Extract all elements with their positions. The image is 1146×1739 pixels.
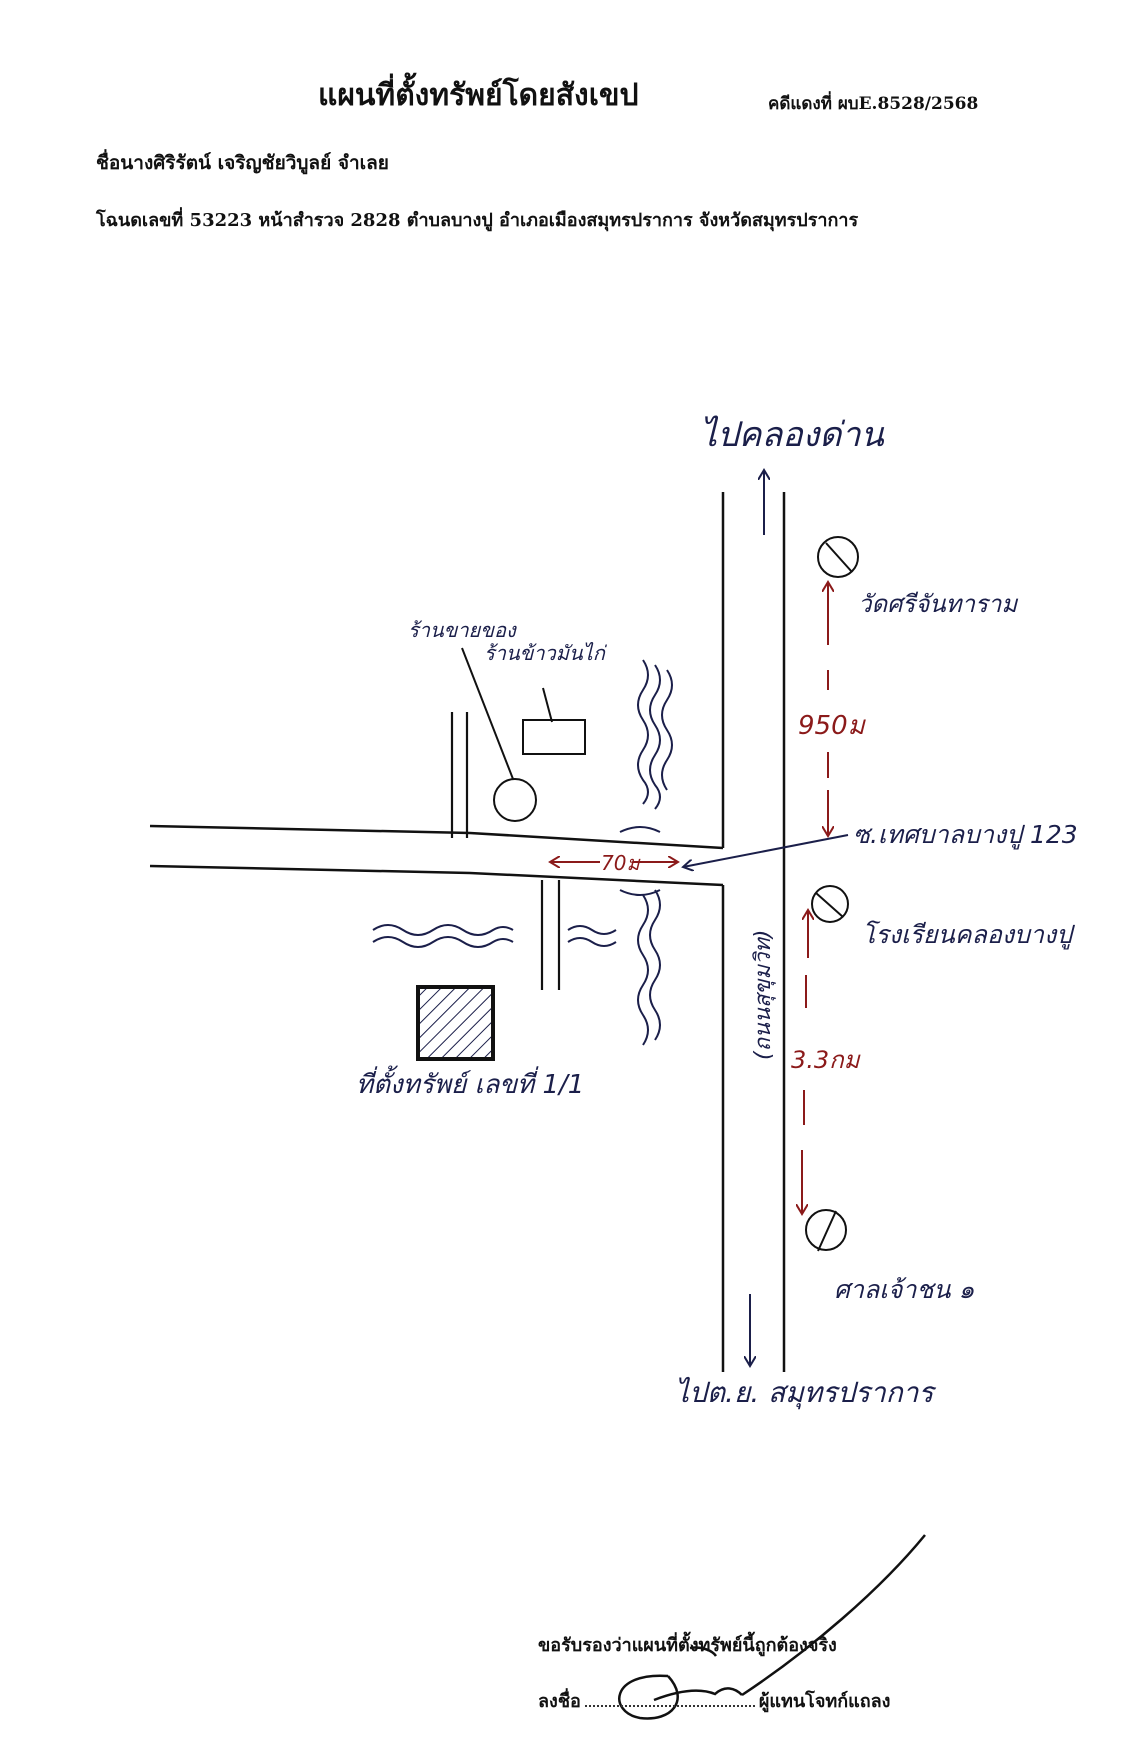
school-label: โรงเรียนคลองบางปู xyxy=(862,920,1075,950)
school-marker xyxy=(811,885,849,923)
temple-label: วัดศรีจันทาราม xyxy=(858,590,1018,618)
case-number: คดีแดงที่ ผบE.8528/2568 xyxy=(768,94,979,114)
deed-line: โฉนดเลขที่ 53223 หน้าสำรวจ 2828 ตำบลบางป… xyxy=(96,210,859,231)
distance-soi-label: 70ม xyxy=(601,851,641,875)
property-marker xyxy=(416,985,495,1061)
to-north-label: ไปคลองด่าน xyxy=(700,415,884,455)
shop-sell-label: ร้านขายของ xyxy=(408,618,517,642)
temple-marker xyxy=(817,536,859,578)
shop-sell-marker xyxy=(493,778,537,822)
main-road xyxy=(721,492,786,1372)
distance-temple-label: 950ม xyxy=(798,711,867,741)
signature-line: ลงชื่อ ผู้แทนโจทก์แถลง xyxy=(538,1686,890,1715)
sign-prefix: ลงชื่อ xyxy=(538,1691,581,1712)
shop-food-label: ร้านข้าวมันไก่ xyxy=(484,641,608,665)
property-label: ที่ตั้งทรัพย์ เลขที่ 1/1 xyxy=(356,1065,584,1100)
soi-road xyxy=(149,824,724,887)
distance-shrine xyxy=(802,910,808,1214)
signature xyxy=(618,1534,926,1720)
distance-shrine-label: 3.3กม xyxy=(791,1046,861,1074)
to-south-label: ไปต.ย. สมุทรปราการ xyxy=(675,1376,936,1410)
certify-text: ขอรับรองว่าแผนที่ตั้งทรัพย์นี้ถูกต้องจริ… xyxy=(538,1635,837,1656)
owner-line: ชื่อนางศิริรัตน์ เจริญชัยวิบูลย์ จำเลย xyxy=(96,152,389,174)
shop-food-box xyxy=(522,719,586,755)
page-title: แผนที่ตั้งทรัพย์โดยสังเขป xyxy=(318,78,639,113)
signature-dots xyxy=(584,1705,755,1707)
shrine-label: ศาลเจ้าชน ๑ xyxy=(834,1275,974,1304)
shrine-marker xyxy=(805,1209,847,1251)
small-lanes xyxy=(450,712,561,990)
road-name-label: (ถนนสุขุมวิท) xyxy=(751,930,776,1060)
junction-label: ซ.เทศบาลบางปู 123 xyxy=(853,820,1078,850)
sign-role: ผู้แทนโจทก์แถลง xyxy=(758,1691,891,1712)
canal xyxy=(372,659,673,1046)
